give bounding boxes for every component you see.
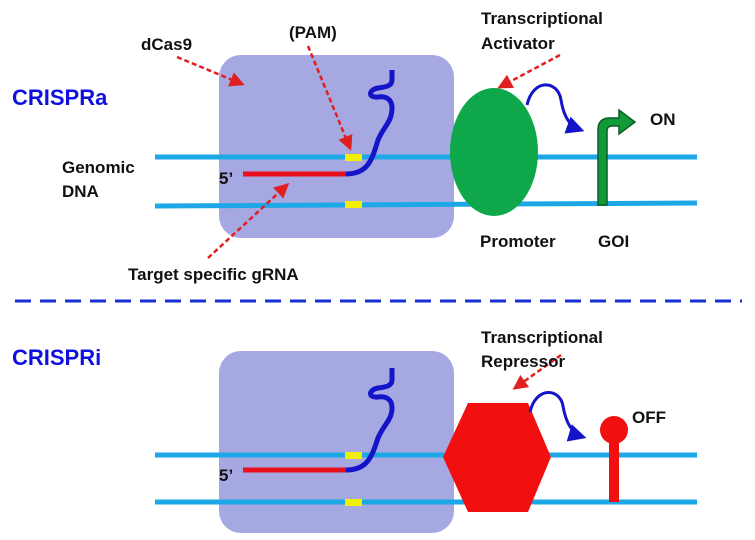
grna-pointer-arrow: [207, 182, 290, 259]
genomic-dna-label-line2: DNA: [62, 182, 99, 201]
repressor-label-line2: Repressor: [481, 352, 565, 371]
five-prime-label-bottom: 5’: [219, 466, 233, 485]
grna-label: Target specific gRNA: [128, 265, 299, 284]
transcriptional-activator: [450, 88, 538, 216]
five-prime-label-top: 5’: [219, 169, 233, 188]
activator-label-line2: Activator: [481, 34, 555, 53]
on-arrow: [597, 108, 637, 206]
dcas9-label: dCas9: [141, 35, 192, 54]
pam-site-top: [345, 452, 362, 459]
repressor-pointer-arrow: [512, 353, 562, 390]
crispri-title: CRISPRi: [12, 345, 101, 370]
repressor-label-line1: Transcriptional: [481, 328, 603, 347]
activator-label-line1: Transcriptional: [481, 9, 603, 28]
transcriptional-repressor: [443, 403, 551, 512]
activation-curve-arrow: [525, 83, 585, 134]
on-label: ON: [650, 110, 676, 129]
gene-off-head: [600, 416, 628, 444]
genomic-dna-label-line1: Genomic: [62, 158, 135, 177]
dcas9-box: [219, 55, 454, 238]
crispra-title: CRISPRa: [12, 85, 108, 110]
goi-label: GOI: [598, 232, 629, 251]
pam-site-bottom: [345, 201, 362, 208]
pam-label: (PAM): [289, 23, 337, 42]
promoter-label: Promoter: [480, 232, 556, 251]
off-label: OFF: [632, 408, 666, 427]
pam-site-top: [345, 154, 362, 161]
activator-pointer-arrow: [497, 53, 561, 89]
grna-scaffold: [345, 70, 395, 177]
pam-pointer-arrow: [306, 45, 353, 151]
crispra-panel: CRISPRa dCas9 (PAM) Transcriptional Acti…: [12, 9, 698, 284]
crispri-panel: CRISPRi Transcriptional Repressor 5’ OFF: [12, 328, 697, 533]
dcas9-pointer-arrow: [176, 55, 245, 87]
repression-curve-arrow: [528, 391, 587, 442]
pam-site-bottom: [345, 499, 362, 506]
grna-scaffold: [345, 368, 395, 473]
dna-strand-bottom: [154, 200, 698, 209]
dcas9-box: [219, 351, 454, 533]
